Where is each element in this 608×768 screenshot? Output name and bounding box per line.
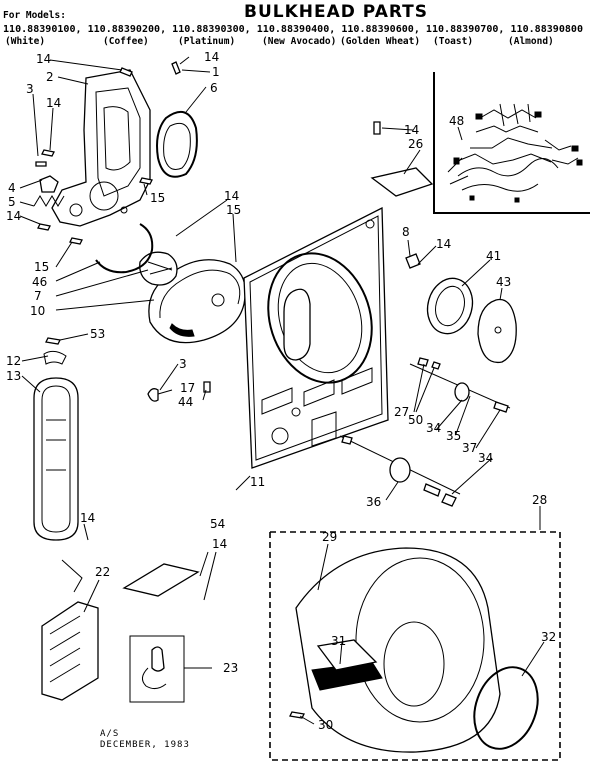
callout-35: 35	[446, 429, 461, 443]
model-color-white: (White)	[5, 36, 45, 47]
callout-41: 41	[486, 249, 501, 263]
model-color-platinum: (Platinum)	[178, 36, 235, 47]
model-color-new-avocado: (New Avocado)	[262, 36, 336, 47]
footer-code: A/S	[100, 729, 119, 739]
roller-shaft-assembly	[339, 357, 511, 507]
harness-block-22	[41, 559, 99, 701]
callout-28: 28	[532, 493, 547, 507]
wire-connector-box-23	[129, 635, 185, 703]
drum-29	[295, 547, 501, 753]
callout-34: 34	[478, 451, 493, 465]
drum-callout-box	[269, 531, 561, 761]
model-color-golden-wheat: (Golden Wheat)	[340, 36, 420, 47]
callout-labels: 1 2 3 3 4 5 6 7 8 10 11 12 13 14 14 14 1…	[6, 50, 556, 732]
callout-14: 14	[224, 189, 239, 203]
callout-48: 48	[449, 114, 464, 128]
callout-2: 2	[46, 70, 54, 84]
callout-43: 43	[496, 275, 511, 289]
model-numbers: 110.88390100, 110.88390200, 110.88390300…	[3, 24, 583, 35]
callout-15: 15	[226, 203, 241, 217]
callout-4: 4	[8, 181, 16, 195]
callout-37: 37	[462, 441, 477, 455]
callout-14: 14	[36, 52, 51, 66]
callout-14: 14	[212, 537, 227, 551]
callout-14: 14	[6, 209, 21, 223]
callout-26: 26	[408, 137, 423, 151]
duct-bracket-assembly	[51, 69, 151, 227]
screw-53	[45, 337, 61, 345]
callout-3: 3	[26, 82, 34, 96]
callout-22: 22	[95, 565, 110, 579]
callout-6: 6	[210, 81, 218, 95]
callout-32: 32	[541, 630, 556, 644]
gasket-ring	[156, 110, 198, 178]
callout-50: 50	[408, 413, 423, 427]
cover-plate-43	[477, 298, 517, 364]
roller-17	[147, 388, 159, 402]
callout-3: 3	[179, 357, 187, 371]
switch-8	[405, 253, 421, 269]
wire-harness-inset	[433, 72, 590, 214]
callout-53: 53	[90, 327, 105, 341]
callout-54: 54	[210, 517, 225, 531]
callout-12: 12	[6, 354, 21, 368]
callout-36: 36	[366, 495, 381, 509]
callout-27: 27	[394, 405, 409, 419]
door-switch-41	[426, 277, 474, 335]
callout-23: 23	[223, 661, 238, 675]
spring-clip	[33, 195, 65, 207]
callout-14: 14	[436, 237, 451, 251]
models-heading: For Models:	[3, 10, 66, 21]
model-color-coffee: (Coffee)	[103, 36, 149, 47]
callout-15: 15	[34, 260, 49, 274]
drum-ring-32	[473, 666, 539, 750]
bracket-26	[370, 167, 434, 197]
callout-14: 14	[46, 96, 61, 110]
callout-34: 34	[426, 421, 441, 435]
callout-46: 46	[32, 275, 47, 289]
blower-housing	[95, 223, 247, 344]
footer-date: DECEMBER, 1983	[100, 740, 190, 750]
callout-5: 5	[8, 195, 16, 209]
leader-lines	[19, 56, 545, 725]
callout-7: 7	[34, 289, 42, 303]
callout-31: 31	[331, 634, 346, 648]
callout-14: 14	[204, 50, 219, 64]
callout-14: 14	[80, 511, 95, 525]
callout-8: 8	[402, 225, 410, 239]
callout-14: 14	[404, 123, 419, 137]
callout-30: 30	[318, 718, 333, 732]
model-color-almond: (Almond)	[508, 36, 554, 47]
bracket-54	[122, 563, 200, 597]
main-bulkhead-panel	[243, 206, 389, 469]
callout-17: 17	[180, 381, 195, 395]
callout-13: 13	[6, 369, 21, 383]
callout-29: 29	[322, 530, 337, 544]
diagram-title: BULKHEAD PARTS	[244, 2, 428, 22]
callout-10: 10	[30, 304, 45, 318]
callout-15: 15	[150, 191, 165, 205]
top-left-screws	[35, 61, 181, 245]
callout-44: 44	[178, 395, 193, 409]
callout-1: 1	[212, 65, 220, 79]
bulkhead-side-panel	[33, 377, 79, 541]
callout-11: 11	[250, 475, 265, 489]
model-color-toast: (Toast)	[433, 36, 473, 47]
